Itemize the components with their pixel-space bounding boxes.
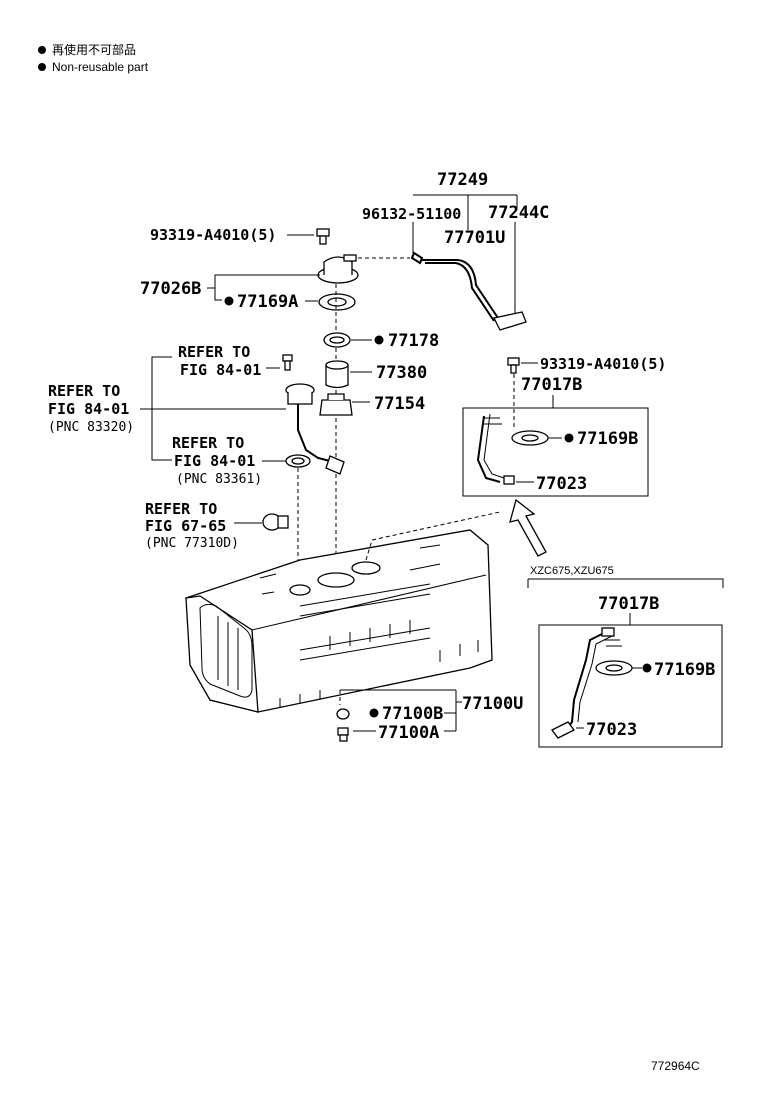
legend-en: Non-reusable part (52, 60, 149, 74)
non-reusable-marker-icon (38, 63, 46, 71)
ref-2-line-1[interactable]: REFER TO (48, 382, 120, 400)
legend-jp: 再使用不可部品 (52, 42, 136, 57)
part-77178[interactable]: 77178 (388, 331, 439, 351)
part-77244c[interactable]: 77244C (488, 203, 549, 223)
detail-box-variant (538, 624, 723, 748)
non-reusable-marker-icon (38, 46, 46, 54)
leader-77026b-b (214, 288, 222, 301)
ref-3-line-2[interactable]: FIG 84-01 (174, 452, 255, 470)
vent-tube-icon (551, 627, 622, 739)
bolt-icon (507, 357, 520, 374)
figure-id: 772964C (651, 1059, 700, 1073)
detail-box-standard (462, 407, 649, 497)
non-reusable-marker-icon (374, 335, 384, 345)
part-77100b[interactable]: 77100B (382, 704, 443, 724)
gasket-icon (323, 332, 351, 348)
part-77026b[interactable]: 77026B (140, 279, 201, 299)
pump-cap-icon (317, 254, 410, 284)
ref-3-line-1[interactable]: REFER TO (172, 434, 244, 452)
ref-4-line-2[interactable]: FIG 67-65 (145, 517, 226, 535)
part-77017b-top[interactable]: 77017B (521, 375, 582, 395)
non-reusable-marker-icon (642, 663, 652, 673)
part-77169a[interactable]: 77169A (237, 292, 298, 312)
part-77023-bot[interactable]: 77023 (586, 720, 637, 740)
leader-77100u-bracket (444, 690, 457, 732)
ref-1-line-1[interactable]: REFER TO (178, 343, 250, 361)
variant-label: XZC675,XZU675 (530, 565, 614, 577)
ref-3-line-3[interactable]: (PNC 83361) (176, 472, 262, 487)
sender-unit-icon (319, 393, 353, 416)
leader-77026b (207, 274, 320, 289)
part-93319-a4010-right[interactable]: 93319-A4010(5) (540, 355, 666, 373)
fuel-gauge-sender-icon (285, 383, 345, 475)
ref-1-line-2[interactable]: FIG 84-01 (180, 361, 261, 379)
part-77017b-bot[interactable]: 77017B (598, 594, 659, 614)
non-reusable-marker-icon (369, 708, 379, 718)
non-reusable-marker-icon (564, 433, 574, 443)
arrow-pointer-icon (509, 498, 547, 557)
gasket-icon (285, 454, 311, 468)
bolt-icon (316, 228, 330, 245)
vent-tube-icon (476, 413, 515, 485)
part-77701u[interactable]: 77701U (444, 228, 505, 248)
retainer-ring-icon (511, 430, 549, 446)
variant-bracket (528, 578, 724, 588)
ref-2-line-3[interactable]: (PNC 83320) (48, 420, 134, 435)
part-77169b-top[interactable]: 77169B (577, 429, 638, 449)
drain-plug-icon (337, 727, 349, 742)
part-77169b-bot[interactable]: 77169B (654, 660, 715, 680)
fitting-icon (262, 513, 289, 531)
retainer-ring-icon (595, 660, 633, 676)
part-77100u[interactable]: 77100U (462, 694, 523, 714)
drain-gasket-icon (336, 708, 350, 720)
retainer-ring-icon (318, 293, 356, 311)
ref-4-line-1[interactable]: REFER TO (145, 500, 217, 518)
part-93319-a4010-top[interactable]: 93319-A4010(5) (150, 226, 276, 244)
part-77249[interactable]: 77249 (437, 170, 488, 190)
non-reusable-marker-icon (224, 296, 234, 306)
part-77100a[interactable]: 77100A (378, 723, 439, 743)
ref-2-line-2[interactable]: FIG 84-01 (48, 400, 129, 418)
part-77154[interactable]: 77154 (374, 394, 425, 414)
screw-icon (282, 354, 293, 371)
tank-opening (317, 572, 355, 588)
part-77023-top[interactable]: 77023 (536, 474, 587, 494)
part-77380[interactable]: 77380 (376, 363, 427, 383)
fuel-tank-icon (185, 511, 501, 713)
ref-4-line-3[interactable]: (PNC 77310D) (145, 536, 239, 551)
part-96132-51100[interactable]: 96132-51100 (362, 205, 461, 223)
strainer-icon (325, 360, 349, 389)
fuel-hose-icon (410, 251, 527, 331)
